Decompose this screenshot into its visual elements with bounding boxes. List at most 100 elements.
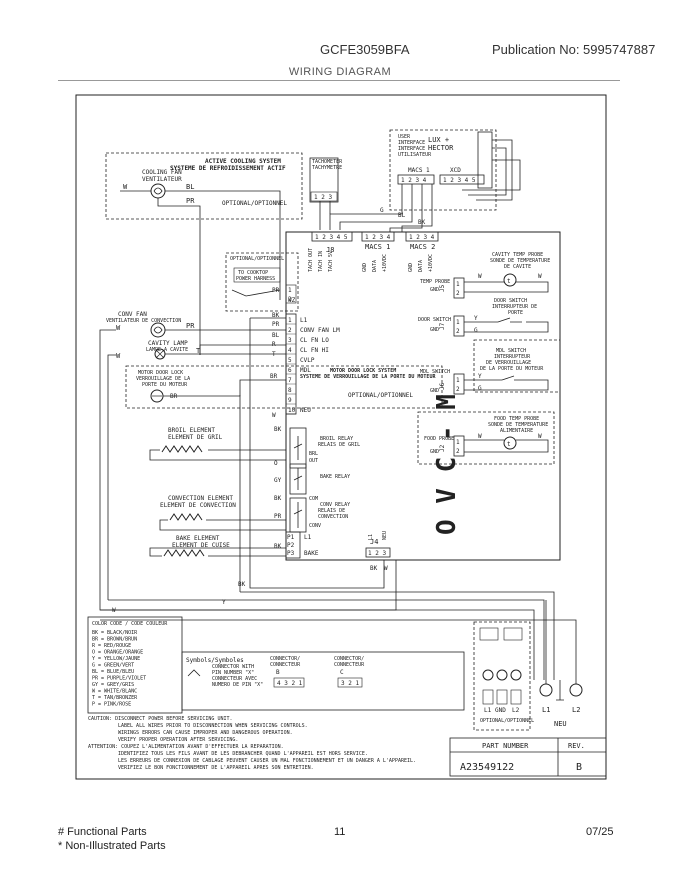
wire-w-j4: W — [384, 565, 388, 572]
optional-label-3: OPTIONAL/OPTIONNEL — [348, 392, 413, 399]
pin-number: 3 — [288, 337, 292, 344]
j5-label: J5 — [439, 284, 446, 292]
tachometer-label-fr: TACHYMETRE — [312, 165, 342, 171]
color-code-item: Y = YELLOW/JAUNE — [92, 656, 140, 662]
j2-connector: 1 2 — [453, 435, 465, 457]
wire-w-bottom: W — [112, 607, 116, 614]
symbols-box — [181, 651, 465, 711]
mdl-switch-icon — [501, 375, 526, 381]
door-switch-label-3: PORTE — [508, 310, 523, 316]
svg-text:1: 1 — [288, 287, 292, 294]
color-code-item: T = TAN/BRONZER — [92, 695, 138, 701]
conv-relay-label: CONV RELAY — [320, 502, 350, 508]
cavity-lamp-label-fr: LAMPE A CAVITE — [146, 347, 188, 353]
attention-line: ATTENTION: COUPEZ L'ALIMENTATION AVANT D… — [88, 744, 284, 750]
wire-o-bake: O — [274, 460, 278, 467]
wire-bk-bottom: BK — [238, 581, 246, 588]
j8-label: J8 — [326, 246, 334, 254]
broil-element-label: BROIL ELEMENT — [168, 427, 215, 434]
footer-functional: # Functional Parts — [58, 826, 147, 838]
svg-text:1: 1 — [456, 281, 460, 288]
user-interface-box — [389, 129, 497, 211]
motor-lock-label-2: VERROUILLAGE DE LA — [136, 376, 190, 382]
convection-element-icon — [169, 513, 203, 521]
active-cooling-title-fr: SYSTEME DE REFROIDISSEMENT ACTIF — [170, 165, 286, 172]
connector-c-letter: C — [340, 669, 344, 676]
relay-brl: BRL — [309, 451, 318, 457]
j2-label: J2 — [439, 444, 446, 452]
door-switch-icon — [497, 317, 522, 323]
caution-line: CAUTION: DISCONNECT POWER BEFORE SERVICI… — [88, 716, 233, 722]
svg-text:1 2 3: 1 2 3 — [368, 550, 386, 557]
svg-text:1 2 3 4: 1 2 3 4 — [409, 234, 435, 241]
part-number-box — [449, 737, 607, 777]
j5-connector: 1 2 — [453, 277, 465, 299]
mdl-switch-label: MDL SWITCH — [496, 348, 526, 354]
pin-number: 8 — [288, 387, 292, 394]
color-code-item: W = WHITE/BLANC — [92, 689, 137, 695]
motor-lock-icon — [150, 389, 164, 403]
wire-bl-l3: BL — [272, 332, 280, 339]
conv-relay-label-3: CONVECTION — [318, 514, 348, 520]
caution-line: WIRINGS ERRORS CAN CAUSE IMPROPER AND DA… — [118, 730, 293, 736]
macs1-top-connector: 1 2 3 4 — [397, 174, 435, 185]
conv-fan-label-fr: VENTILATEUR DE CONVECTION — [106, 318, 181, 324]
wire-bk-broil: BK — [274, 426, 282, 433]
symbols-title: Symbols/Symboles — [186, 657, 244, 664]
motor-lock-optional-box — [125, 365, 443, 409]
wire-pr-conv2: PR — [274, 513, 282, 520]
terminal-optional: OPTIONAL/OPTIONNEL — [480, 718, 534, 724]
macs1-label: MACS 1 — [365, 243, 390, 251]
pin-label: MDL — [300, 367, 311, 374]
wire-bk-top: BK — [418, 219, 426, 226]
temp-probe-gnd: GND — [430, 287, 439, 293]
food-probe-optional-box — [417, 411, 555, 465]
cooling-fan-label-fr: VENTILATEUR — [142, 176, 182, 183]
pin-number: 4 — [288, 347, 292, 354]
svg-text:1 2 3 4 5: 1 2 3 4 5 — [315, 234, 348, 241]
rev-value: B — [576, 762, 582, 773]
optional-label-1: OPTIONAL/OPTIONNEL — [222, 200, 287, 207]
hector-label: HECTOR — [428, 144, 454, 152]
cavity-probe-icon: t — [503, 273, 517, 287]
cooktop-wire — [231, 289, 281, 297]
p-connectors — [285, 531, 301, 559]
j7-label: J7 — [439, 322, 446, 330]
color-code-item: BR = BROWN/BRUN — [92, 637, 137, 643]
publication-number: Publication No: 5995747887 — [492, 42, 656, 57]
convection-element-label-fr: ELEMENT DE CONVECTION — [160, 502, 236, 509]
pin-number: 7 — [288, 377, 292, 384]
terminal-neu: NEU — [554, 720, 567, 728]
pin-number: 6 — [288, 367, 292, 374]
color-code-item: O = ORANGE/ORANGE — [92, 650, 143, 656]
svg-text:2: 2 — [456, 290, 460, 297]
wire-g-mdl: G — [478, 385, 482, 392]
cooling-fan-wires — [120, 190, 331, 355]
door-switch-label-2: INTERRUPTEUR DE — [492, 304, 537, 310]
wire-w-l10: W — [272, 412, 276, 419]
pin-label: CL FN HI — [300, 347, 329, 354]
p-2-connector: 1 2 — [285, 284, 297, 304]
wire-w-probe: W — [478, 273, 482, 280]
cooling-fan-label: COOLING FAN — [142, 169, 182, 176]
user-interface-label-3: INTERFACE — [398, 146, 425, 152]
food-probe-label-2: SONDE DE TEMPERATURE — [488, 422, 548, 428]
pin-number: 1 — [288, 317, 292, 324]
svg-text:1 2 3 4: 1 2 3 4 — [365, 234, 391, 241]
tachometer-pins: 1 2 3 — [310, 191, 338, 202]
wire-r-door: Y — [474, 315, 478, 322]
svg-text:1 2 3 4 5: 1 2 3 4 5 — [443, 177, 476, 184]
cavity-probe-label-3: DE CAVITE — [504, 264, 531, 270]
caution-line: LABEL ALL WIRES PRIOR TO DISCONNECTION W… — [118, 723, 308, 729]
optional-label-2: OPTIONAL/OPTIONNEL — [230, 256, 284, 262]
active-cooling-title: ACTIVE COOLING SYSTEM — [205, 158, 281, 165]
wire-bk-conv: BK — [274, 495, 282, 502]
cavity-lamp-label: CAVITY LAMP — [148, 340, 188, 347]
element-wires — [149, 428, 287, 557]
svg-text:1 2 3 4: 1 2 3 4 — [401, 177, 427, 184]
svg-text:1: 1 — [456, 319, 460, 326]
j7-connector: 1 2 — [453, 315, 465, 337]
mdl-switch-label-2: INTERRUPTEUR — [494, 354, 531, 360]
motor-lock-system-label: MOTOR DOOR LOCK SYSTEM — [330, 368, 396, 374]
cooling-fan-motor-icon — [150, 183, 166, 199]
